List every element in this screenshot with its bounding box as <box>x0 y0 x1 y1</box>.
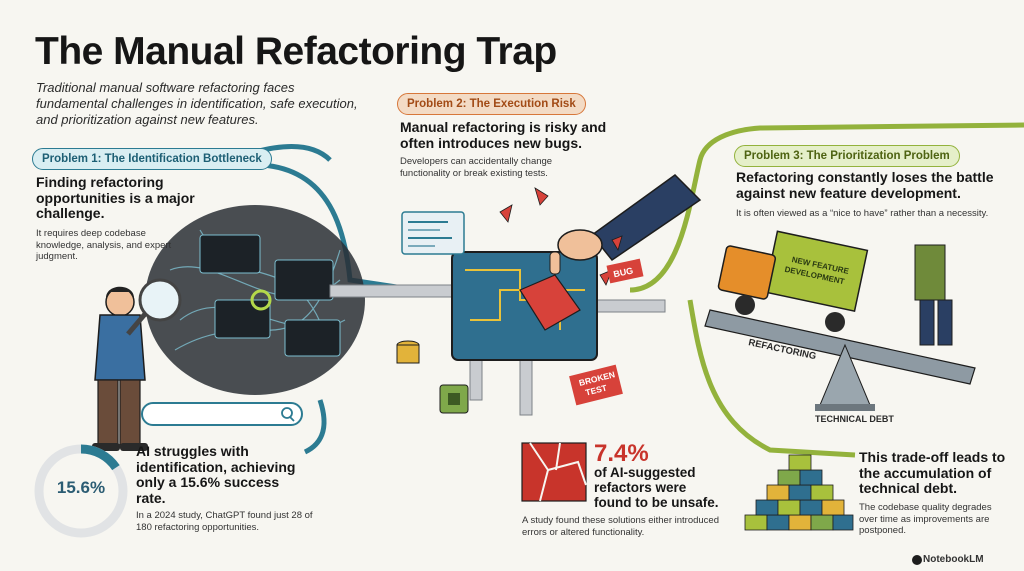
ai-identification-headline: AI struggles with identification, achiev… <box>136 443 296 506</box>
search-bar <box>141 402 303 426</box>
notebooklm-logo-icon <box>912 555 922 565</box>
code-tangle <box>145 205 365 395</box>
unsafe-stat-body: A study found these solutions either int… <box>522 515 719 538</box>
technical-debt-body: The codebase quality degrades over time … <box>859 502 992 536</box>
teal-connector-lower <box>303 399 327 455</box>
svg-text:BUG: BUG <box>612 265 634 279</box>
hand-illustration <box>549 174 702 275</box>
gauge-value: 15.6% <box>56 478 106 497</box>
code-snippet-card <box>401 211 465 255</box>
machine-box <box>451 251 598 361</box>
unsafe-stat-headline: of AI-suggested refactors were found to … <box>594 465 719 510</box>
green-connector-lower <box>687 299 856 458</box>
problem-2-pill: Problem 2: The Execution Risk <box>397 93 586 115</box>
problem-1-body: It requires deep codebase knowledge, ana… <box>36 228 172 262</box>
problem-3-headline: Refactoring constantly loses the battle … <box>736 169 994 201</box>
unsafe-stat-value: 7.4% <box>594 440 649 467</box>
green-connector-curve <box>629 122 1024 293</box>
problem-1-pill: Problem 1: The Identification Bottleneck <box>32 148 272 170</box>
svg-text:TECHNICAL DEBT: TECHNICAL DEBT <box>815 414 894 424</box>
cracked-tile <box>521 442 587 502</box>
problem-1-headline: Finding refactoring opportunities is a m… <box>36 174 195 221</box>
gauge-ring <box>34 444 128 538</box>
problem-3-body: It is often viewed as a “nice to have” r… <box>736 208 989 219</box>
debt-block-pile <box>744 454 854 531</box>
worker-figure <box>914 244 953 346</box>
truck-illustration: NEW FEATURE DEVELOPMENT <box>717 230 869 332</box>
seesaw <box>704 309 976 411</box>
pipe-system <box>329 284 666 416</box>
debris-shards <box>499 187 623 286</box>
technical-debt-headline: This trade-off leads to the accumulation… <box>859 449 1006 496</box>
broken-test-tag: BROKEN TEST <box>569 364 623 406</box>
intro-text: Traditional manual software refactoring … <box>36 80 358 127</box>
bug-tag: BUG <box>606 258 644 284</box>
page-title: The Manual Refactoring Trap <box>35 30 557 73</box>
brand-label: NotebookLM <box>923 554 984 565</box>
teal-arc <box>254 144 332 162</box>
developer-figure <box>92 278 182 451</box>
problem-2-headline: Manual refactoring is risky and often in… <box>400 119 607 151</box>
ai-identification-body: In a 2024 study, ChatGPT found just 28 o… <box>136 510 313 533</box>
problem-2-body: Developers can accidentally change funct… <box>400 156 553 179</box>
problem-3-pill: Problem 3: The Prioritization Problem <box>734 145 960 167</box>
